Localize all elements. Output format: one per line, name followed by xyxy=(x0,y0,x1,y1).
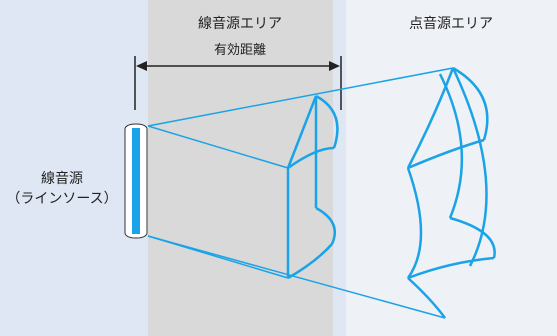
dimension-arrow-left xyxy=(136,61,147,71)
effective-distance-dimension xyxy=(134,56,342,110)
point-source-area-bg xyxy=(346,0,557,336)
point-source-area-title: 点音源エリア xyxy=(409,15,493,32)
line-source-sublabel: （ラインソース） xyxy=(6,191,117,207)
sound-wavefronts xyxy=(286,66,496,319)
sound-beam-lines xyxy=(147,67,454,319)
line-source-label: 線音源 xyxy=(41,170,83,187)
effective-distance-label: 有効距離 xyxy=(214,43,266,58)
line-source-emitter xyxy=(132,128,140,234)
dimension-arrow-right xyxy=(329,61,340,71)
line-source-area-bg xyxy=(148,0,333,336)
line-source-area-title: 線音源エリア xyxy=(198,15,282,32)
